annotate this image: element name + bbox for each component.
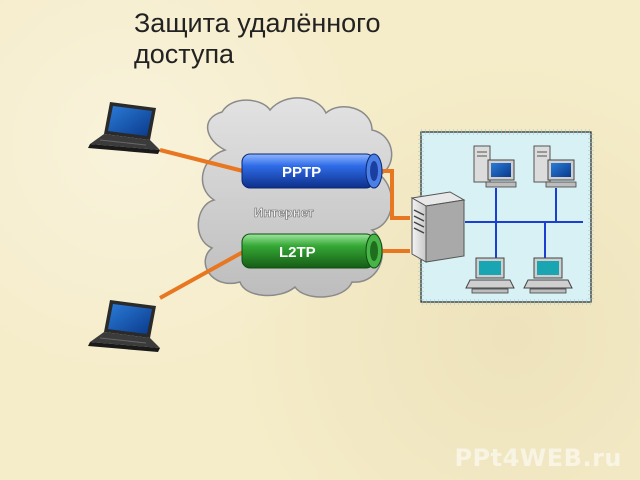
laptop-icon [88, 300, 160, 352]
pptp-label: PPTP [282, 164, 321, 181]
workstation-icon [465, 257, 515, 294]
l2tp-label: L2TP [279, 244, 316, 261]
lan-lines [465, 188, 583, 262]
l2tp-tunnel [241, 233, 383, 269]
cloud-label: Интернет [254, 205, 314, 220]
link-pptp-server [376, 169, 410, 220]
workstation-icon [523, 257, 573, 294]
server-icon [410, 191, 466, 263]
link-laptop2-l2tp [159, 250, 244, 300]
laptop-icon [88, 102, 160, 154]
workstation-icon [473, 145, 517, 188]
workstation-icon [533, 145, 577, 188]
watermark: PPt4WEB.ru [454, 444, 622, 472]
link-laptop1-pptp [159, 148, 244, 173]
slide-title: Защита удалённого доступа [134, 8, 381, 69]
pptp-tunnel [241, 153, 383, 189]
